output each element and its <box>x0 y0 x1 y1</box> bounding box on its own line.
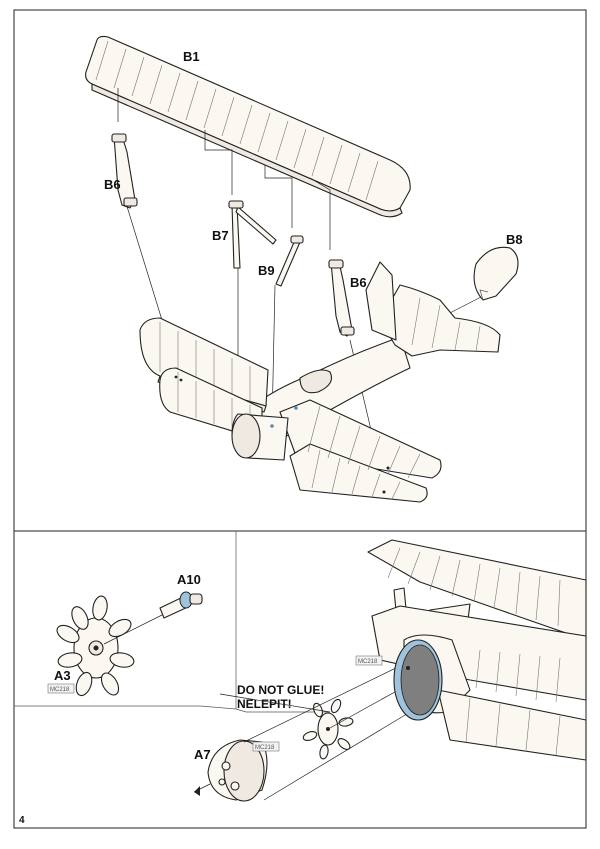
leader-cowl-bottom <box>263 699 431 801</box>
leader-detail-top <box>219 693 331 713</box>
label-a3: A3 <box>54 668 71 683</box>
code-a7: MC218 <box>255 745 275 751</box>
code-box-a7 <box>252 741 280 752</box>
leader-engine-to-cowl <box>329 687 403 729</box>
tailplane <box>379 284 501 357</box>
nose-closeup <box>367 539 587 761</box>
strut-holes <box>174 375 183 382</box>
label-b1: B1 <box>183 49 200 64</box>
vertical-fin <box>365 261 397 341</box>
warning-nelepit: NELEPIT! <box>237 697 292 711</box>
strut-b6-right <box>328 259 355 337</box>
code-a3: MC218 <box>50 687 70 693</box>
rudder-b8 <box>473 246 519 301</box>
label-a10: A10 <box>177 572 201 587</box>
label-b9: B9 <box>258 263 275 278</box>
cowling-ring <box>393 639 443 721</box>
label-b8: B8 <box>506 232 523 247</box>
page-frame <box>13 9 587 829</box>
label-b7: B7 <box>212 228 229 243</box>
cowling-a7 <box>193 739 268 802</box>
code-box-a3 <box>47 683 75 694</box>
detail-box-border <box>14 531 237 710</box>
step-number: 4 <box>19 815 25 826</box>
engine-cowling <box>231 406 298 461</box>
code-cowl: MC218 <box>358 659 378 665</box>
shaft-a10 <box>159 591 203 619</box>
label-b6-left: B6 <box>104 177 121 192</box>
leader-cowl-top <box>243 665 401 743</box>
strut-b9 <box>275 235 304 287</box>
upper-wing-b1 <box>85 35 411 218</box>
leader-a10 <box>103 611 169 645</box>
warning-do-not-glue: DO NOT GLUE! <box>237 683 324 697</box>
label-a7: A7 <box>194 747 211 762</box>
code-box-cowl <box>355 655 383 666</box>
lower-wing-right <box>279 399 442 503</box>
engine-a3 <box>56 595 135 697</box>
strut-b7 <box>228 200 277 269</box>
strut-b6-left <box>111 133 138 209</box>
label-b6-right: B6 <box>350 275 367 290</box>
detail-box-border-2 <box>235 708 330 713</box>
